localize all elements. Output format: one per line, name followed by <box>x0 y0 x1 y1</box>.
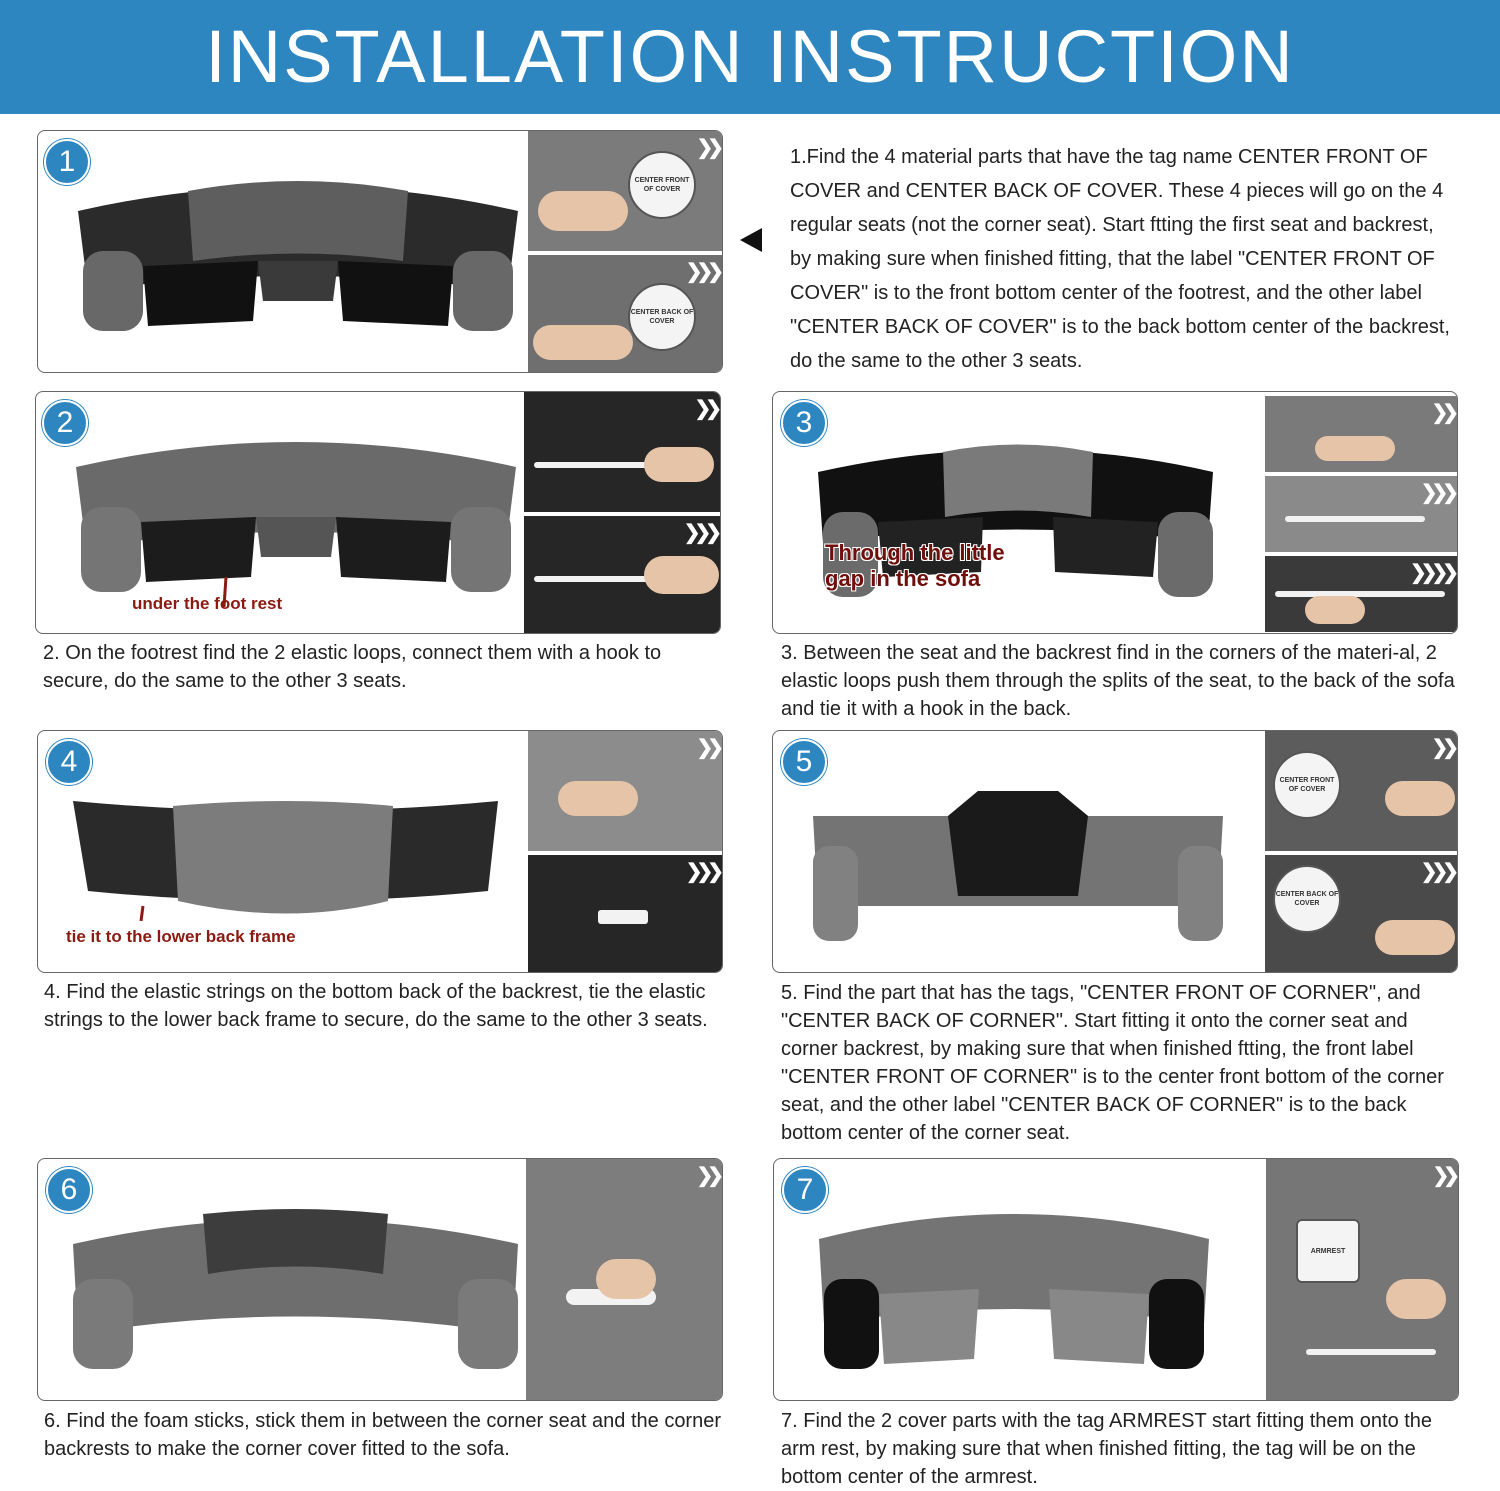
armrest-tag: ARMREST <box>1296 1219 1360 1283</box>
step-6-sofa-illustration <box>73 1209 518 1369</box>
step-1-photo-front-tag: ❯❯ CENTER FRONT OF COVER <box>528 131 722 251</box>
hand-illustration <box>558 781 638 816</box>
step-4-photo-top: ❯❯ <box>528 731 722 851</box>
step-5-badge: 5 <box>781 739 827 785</box>
step-3-text: 3. Between the seat and the backrest fin… <box>781 642 1455 720</box>
chevron-right-icon: ❯❯ <box>696 737 722 759</box>
elastic-loop <box>534 576 704 582</box>
step-7-panel: 7 ❯❯ ARMREST <box>773 1158 1459 1401</box>
chevron-right-icon: ❯❯❯ <box>1420 861 1457 883</box>
center-back-tag: CENTER BACK OF COVER <box>1273 865 1341 933</box>
step-7-text: 7. Find the 2 cover parts with the tag A… <box>781 1410 1433 1488</box>
hand-illustration <box>1305 596 1365 624</box>
step-3-badge: 3 <box>781 400 827 446</box>
chevron-right-icon: ❯❯ <box>1431 402 1457 424</box>
step-4-panel: 4 tie it to the lower back frame ❯❯ ❯❯❯ <box>37 730 723 973</box>
step-4-badge: 4 <box>46 739 92 785</box>
step-6-photo-foam: ❯❯ <box>526 1159 722 1400</box>
center-front-tag: CENTER FRONT OF COVER <box>628 151 696 219</box>
chevron-right-icon: ❯❯ <box>694 398 720 420</box>
step-4-photo-bottom: ❯❯❯ <box>528 855 722 972</box>
step-6-badge: 6 <box>46 1167 92 1213</box>
step-7-sofa-illustration <box>819 1214 1209 1369</box>
elastic-loop <box>1275 591 1445 597</box>
step-5-photo-front-tag: ❯❯ CENTER FRONT OF COVER <box>1265 731 1457 851</box>
hand-illustration <box>1315 436 1395 461</box>
step-2-annotation: under the foot rest <box>132 594 283 613</box>
step-3-photo-bottom: ❯❯❯❯ <box>1265 556 1457 632</box>
step-2-sofa-illustration <box>76 442 516 607</box>
hand-illustration <box>1385 781 1455 816</box>
page-title: INSTALLATION INSTRUCTION <box>205 15 1295 98</box>
step-1-panel: 1 ❯❯ CENTER FRONT OF COVER ❯❯❯ CENTER BA… <box>37 130 723 373</box>
chevron-right-icon: ❯❯❯❯ <box>1409 562 1457 584</box>
step-1-badge: 1 <box>44 139 90 185</box>
step-1-photo-back-tag: ❯❯❯ CENTER BACK OF COVER <box>528 255 722 372</box>
step-3-photo-top: ❯❯ <box>1265 396 1457 472</box>
step-2-panel: 2 under the foot rest ❯❯ ❯❯❯ <box>35 391 721 634</box>
center-front-tag: CENTER FRONT OF COVER <box>1273 751 1341 819</box>
elastic-strap <box>1306 1349 1436 1355</box>
elastic-loop <box>534 462 684 468</box>
elastic-bow <box>598 910 648 924</box>
step-5-photo-back-tag: ❯❯❯ CENTER BACK OF COVER <box>1265 855 1457 972</box>
chevron-right-icon: ❯❯❯ <box>685 861 722 883</box>
step-2-text: 2. On the footrest find the 2 elastic lo… <box>43 642 662 692</box>
title-banner: INSTALLATION INSTRUCTION <box>0 0 1500 114</box>
step-3-photo-middle: ❯❯❯ <box>1265 476 1457 552</box>
chevron-right-icon: ❯❯❯ <box>683 522 720 544</box>
step-3-annotation: Through the little gap in the sofa <box>825 540 1005 591</box>
step-3-sofa-illustration <box>818 444 1213 597</box>
step-2-photo-loop: ❯❯ <box>524 392 720 512</box>
chevron-right-icon: ❯❯ <box>1432 1165 1458 1187</box>
center-back-tag: CENTER BACK OF COVER <box>628 283 696 351</box>
step-3-panel: 3 Through the little gap in the sofa ❯❯ … <box>772 391 1458 634</box>
step-4-annotation: tie it to the lower back frame <box>66 927 296 946</box>
step-5-panel: 5 ❯❯ CENTER FRONT OF COVER ❯❯❯ CENTER BA… <box>772 730 1458 973</box>
step-6-panel: 6 ❯❯ <box>37 1158 723 1401</box>
hand-illustration <box>538 191 628 231</box>
chevron-right-icon: ❯❯ <box>1431 737 1457 759</box>
pointer-arrow-icon <box>740 228 762 252</box>
chevron-right-icon: ❯❯❯ <box>685 261 722 283</box>
step-7-badge: 7 <box>782 1167 828 1213</box>
step-2-badge: 2 <box>42 400 88 446</box>
step-5-sofa-illustration <box>813 791 1223 941</box>
step-1-sofa-illustration <box>78 181 518 331</box>
hand-illustration <box>533 325 633 360</box>
hand-illustration <box>644 447 714 482</box>
step-6-text: 6. Find the foam sticks, stick them in b… <box>44 1410 722 1460</box>
hand-illustration <box>1375 920 1455 955</box>
chevron-right-icon: ❯❯❯ <box>1420 482 1457 504</box>
step-4-sofa-illustration <box>73 801 498 921</box>
hand-illustration <box>1386 1279 1446 1319</box>
elastic-loop <box>1285 516 1425 522</box>
chevron-right-icon: ❯❯ <box>696 1165 722 1187</box>
hand-illustration <box>644 556 719 594</box>
step-4-text: 4. Find the elastic strings on the botto… <box>44 981 708 1031</box>
step-5-text: 5. Find the part that has the tags, "CEN… <box>781 982 1444 1144</box>
step-7-photo-armrest-tag: ❯❯ ARMREST <box>1266 1159 1458 1400</box>
step-1-text: 1.Find the 4 material parts that have th… <box>790 146 1450 372</box>
step-2-photo-hook: ❯❯❯ <box>524 516 720 633</box>
hand-illustration <box>596 1259 656 1299</box>
chevron-right-icon: ❯❯ <box>696 137 722 159</box>
